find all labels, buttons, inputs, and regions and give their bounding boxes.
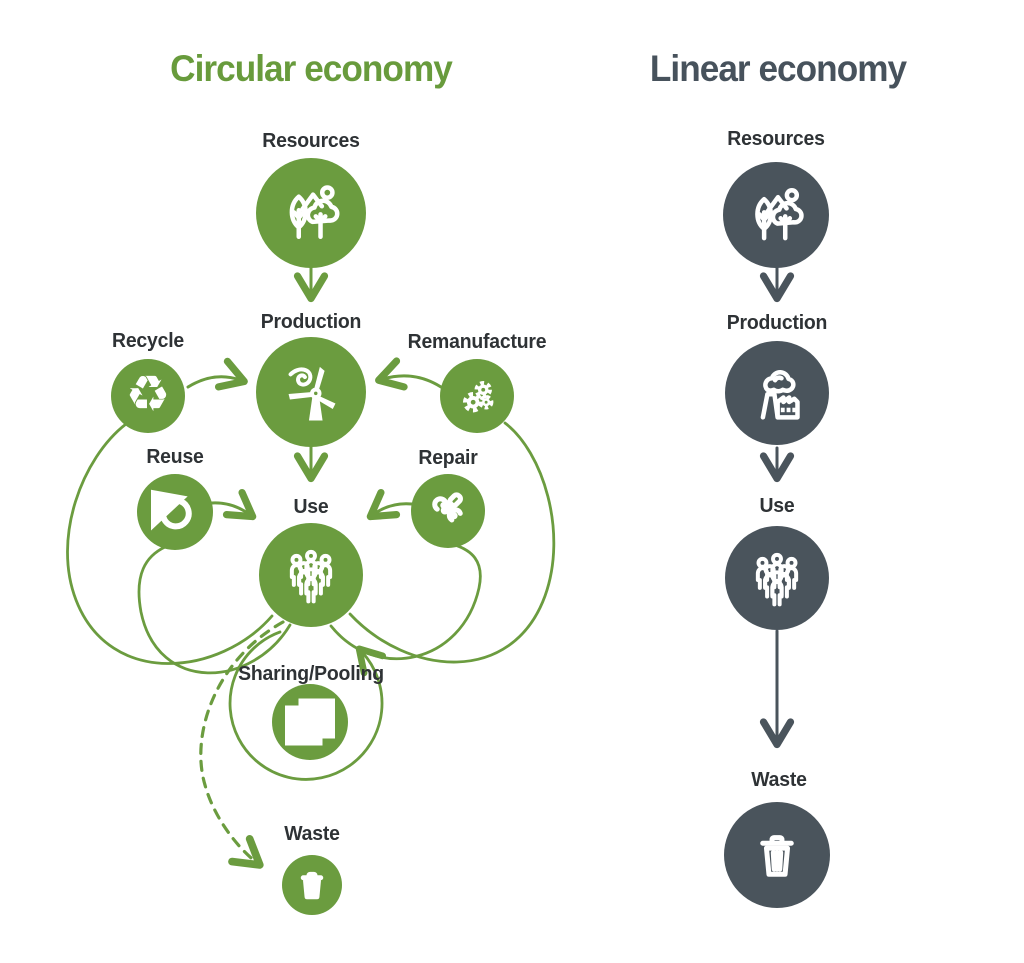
label-resources-circular: Resources xyxy=(262,130,360,152)
reuse-node xyxy=(137,474,213,550)
nature-icon xyxy=(743,182,809,248)
loop-sharing-pooling-to-use xyxy=(228,630,386,781)
loop-use-to-recycle xyxy=(66,422,274,665)
waste-node-circular xyxy=(282,855,342,915)
waste-node-linear xyxy=(724,802,830,908)
label-production-linear: Production xyxy=(726,312,828,334)
nature-icon xyxy=(277,179,345,247)
arrow-remanufacture-to-production xyxy=(375,357,443,391)
label-waste-linear: Waste xyxy=(751,769,807,791)
gears-icon xyxy=(453,372,501,420)
label-reuse: Reuse xyxy=(146,446,204,468)
sharing-pooling-node xyxy=(272,684,348,760)
production-node-circular xyxy=(256,337,366,447)
swap-arrows-icon xyxy=(285,697,335,747)
label-waste-circular: Waste xyxy=(284,823,340,845)
label-resources-linear: Resources xyxy=(727,128,825,150)
use-node-linear xyxy=(725,526,829,630)
use-node-circular xyxy=(259,523,363,627)
loop-use-to-remanufacture xyxy=(348,421,556,664)
arrow-reuse-to-use xyxy=(210,488,257,521)
circular-economy-title: Circular economy xyxy=(170,48,453,89)
people-icon xyxy=(744,545,810,611)
recycle-icon: ♻ xyxy=(125,365,171,423)
wind-turbine-icon xyxy=(288,366,336,421)
label-remanufacture: Remanufacture xyxy=(407,331,547,353)
label-repair: Repair xyxy=(418,447,478,469)
tools-icon xyxy=(425,488,472,535)
factory-icon xyxy=(745,361,809,425)
dashed-arrow-use-to-waste xyxy=(199,620,285,869)
trash-icon xyxy=(746,824,808,886)
arrow-recycle-to-production xyxy=(186,357,248,391)
repair-node xyxy=(411,474,485,548)
remanufacture-node xyxy=(440,359,514,433)
arrow-repair-to-use xyxy=(366,488,414,521)
production-node-linear xyxy=(725,341,829,445)
label-use-linear: Use xyxy=(759,495,795,517)
label-sharing-pooling: Sharing/Pooling xyxy=(238,663,384,685)
people-icon xyxy=(278,542,344,608)
loop-use-to-reuse xyxy=(137,545,292,675)
label-use-circular: Use xyxy=(293,496,329,518)
trash-icon xyxy=(293,866,331,904)
circular-arrow-icon xyxy=(151,493,199,536)
label-production-circular: Production xyxy=(260,311,362,333)
linear-economy-title: Linear economy xyxy=(649,48,907,89)
resources-node-linear xyxy=(723,162,829,268)
label-recycle: Recycle xyxy=(112,330,184,352)
recycle-node: ♻ xyxy=(111,359,185,433)
resources-node-circular xyxy=(256,158,366,268)
